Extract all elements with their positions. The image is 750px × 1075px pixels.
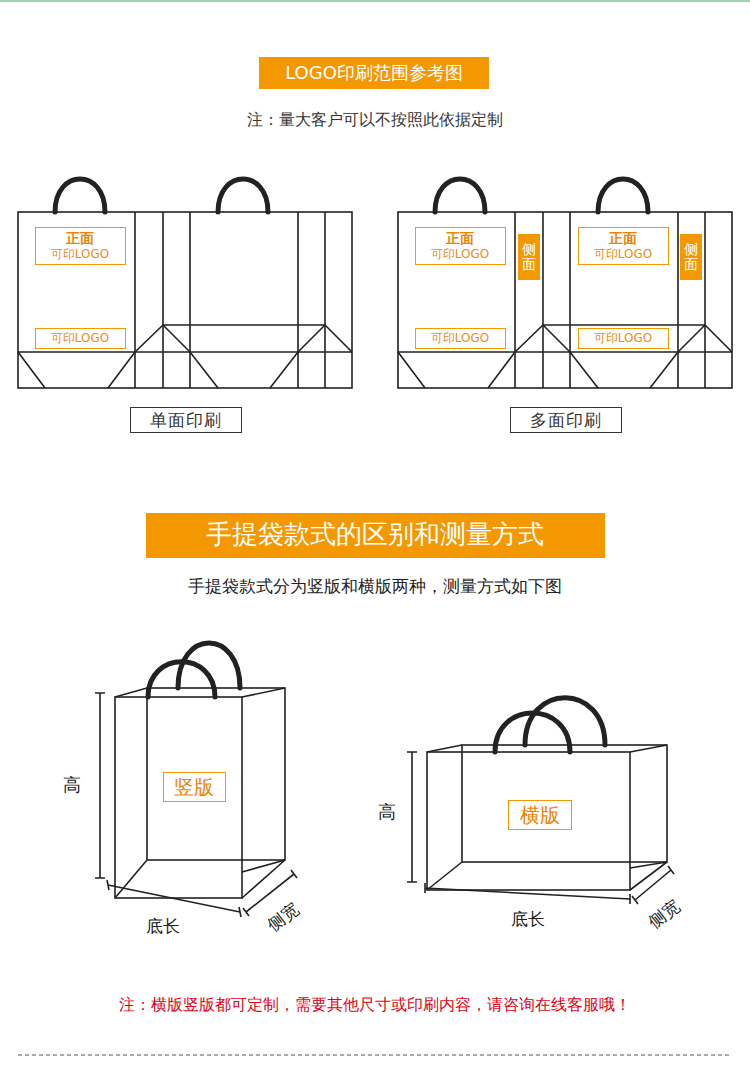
box-heading: 可印LOGO bbox=[431, 331, 489, 345]
box-text: 可印LOGO bbox=[51, 247, 109, 261]
box-heading: 横版 bbox=[520, 803, 560, 827]
note: 注：横版竖版都可定制，需要其他尺寸或印刷内容，请咨询在线客服哦！ bbox=[119, 995, 631, 1014]
side-print-box: 侧面 bbox=[518, 234, 540, 280]
side-print-box: 侧面 bbox=[680, 234, 702, 280]
print-area-box: 正面可印LOGO bbox=[415, 227, 506, 265]
flat-bag-multi bbox=[398, 179, 732, 388]
box-text: 可印LOGO bbox=[594, 247, 652, 261]
print-mode-box: 多面印刷 bbox=[510, 407, 622, 433]
top-rule bbox=[0, 0, 750, 2]
box-heading: 正面 bbox=[609, 230, 637, 247]
box-heading: 多面印刷 bbox=[530, 410, 602, 430]
note: 注：量大客户可以不按照此依据定制 bbox=[247, 110, 503, 129]
horizontal-bag bbox=[407, 698, 674, 904]
title-band: LOGO印刷范围参考图 bbox=[259, 57, 489, 89]
print-area-box: 正面可印LOGO bbox=[578, 227, 669, 265]
subtitle: 手提袋款式分为竖版和横版两种，测量方式如下图 bbox=[188, 576, 562, 596]
box-heading: 侧面 bbox=[522, 242, 536, 273]
print-area-box: 正面可印LOGO bbox=[35, 227, 126, 265]
dimension-label: 底长 bbox=[146, 916, 180, 936]
style-tag: 竖版 bbox=[163, 772, 226, 802]
dimension-label: 侧宽 bbox=[644, 895, 683, 932]
style-tag: 横版 bbox=[508, 800, 572, 830]
dimension-label: 高 bbox=[378, 801, 396, 823]
box-heading: 竖版 bbox=[174, 775, 214, 799]
print-area-box: 可印LOGO bbox=[415, 328, 506, 349]
print-area-box: 可印LOGO bbox=[35, 328, 126, 349]
box-heading: 可印LOGO bbox=[51, 331, 109, 345]
title-band: 手提袋款式的区别和测量方式 bbox=[146, 513, 605, 558]
box-heading: LOGO印刷范围参考图 bbox=[285, 62, 463, 84]
box-heading: 正面 bbox=[446, 230, 474, 247]
dimension-label: 底长 bbox=[511, 909, 545, 929]
box-heading: 正面 bbox=[66, 230, 94, 247]
box-heading: 单面印刷 bbox=[150, 410, 222, 430]
print-mode-box: 单面印刷 bbox=[130, 407, 242, 433]
vertical-bag bbox=[95, 643, 297, 917]
flat-bag-single bbox=[18, 179, 352, 388]
dimension-label: 侧宽 bbox=[263, 898, 302, 935]
box-heading: 手提袋款式的区别和测量方式 bbox=[206, 519, 544, 550]
dimension-label: 高 bbox=[63, 774, 81, 796]
dashed-rule bbox=[18, 1055, 732, 1056]
box-heading: 可印LOGO bbox=[594, 331, 652, 345]
box-heading: 侧面 bbox=[684, 242, 698, 273]
box-text: 可印LOGO bbox=[431, 247, 489, 261]
print-area-box: 可印LOGO bbox=[578, 328, 669, 349]
